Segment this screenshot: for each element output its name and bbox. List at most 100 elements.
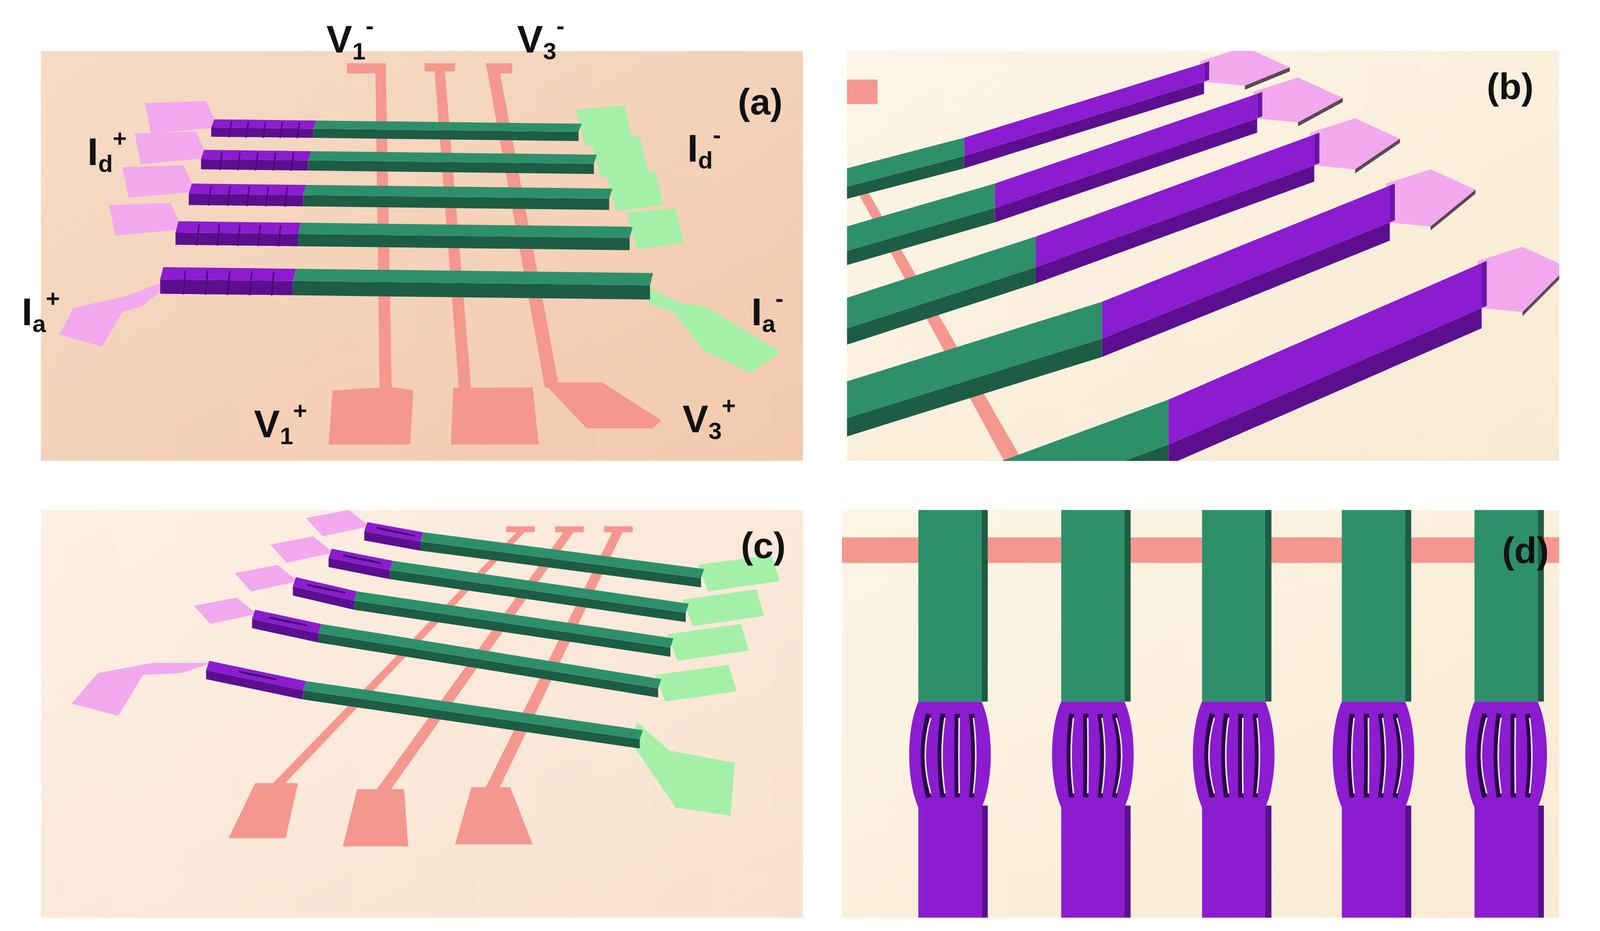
ripple	[255, 153, 258, 171]
flat-section	[1061, 509, 1125, 702]
ripple	[246, 121, 249, 137]
pad-edge	[1522, 267, 1560, 317]
panel-letter: (c)	[740, 527, 786, 565]
slit	[925, 717, 931, 794]
ripple	[271, 272, 274, 296]
slit	[1254, 713, 1258, 798]
panel	[846, 51, 1560, 462]
bar-side	[1124, 805, 1131, 918]
ripple	[278, 226, 281, 247]
slit-section	[1061, 805, 1125, 918]
slit	[1367, 717, 1370, 794]
panel	[841, 509, 1560, 918]
current-pad	[122, 165, 196, 198]
panel-background	[40, 51, 803, 462]
current-pad	[667, 624, 750, 661]
flat-section	[302, 690, 640, 749]
slit	[368, 560, 381, 564]
slit	[1527, 713, 1531, 798]
flat-section	[846, 183, 995, 251]
slit	[1396, 717, 1403, 794]
signal-name: V3-	[517, 14, 565, 64]
slit	[263, 676, 277, 680]
slit-section	[1332, 701, 1415, 808]
flat-section	[313, 120, 582, 132]
ripple	[227, 271, 230, 295]
flat-section	[918, 509, 982, 702]
slit-section	[1192, 701, 1275, 808]
signal-name: V1+	[253, 398, 307, 448]
flat-section	[293, 268, 653, 286]
current-pad	[134, 131, 209, 165]
slit	[1083, 713, 1089, 798]
ripple	[237, 153, 240, 171]
current-pad	[144, 101, 219, 134]
bar-side	[1405, 509, 1412, 702]
flat-section	[1201, 509, 1266, 702]
signal-name: Id+	[87, 126, 127, 176]
slit	[1498, 717, 1502, 794]
bar-side	[981, 509, 988, 702]
slit	[1363, 713, 1370, 798]
slit	[294, 622, 307, 626]
pad-edge	[1355, 138, 1401, 174]
bar-side	[1537, 805, 1544, 918]
slit	[1481, 717, 1487, 794]
panel	[40, 51, 803, 462]
flat-section	[318, 624, 662, 689]
current-pad	[1252, 77, 1343, 123]
current-pad	[682, 589, 765, 627]
signal-name: Id-	[687, 123, 721, 173]
current-pad	[1310, 118, 1401, 170]
slit-section	[1341, 805, 1406, 918]
current-pad	[234, 565, 298, 592]
wavy-section	[1102, 185, 1390, 339]
voltage-pad	[846, 79, 878, 104]
flat-section	[846, 236, 1036, 329]
ripple	[297, 122, 300, 138]
panel-background	[841, 509, 1560, 918]
slit-section	[206, 660, 307, 691]
wavy-section	[1168, 263, 1482, 445]
slit-section	[293, 577, 358, 601]
slit	[954, 713, 960, 798]
slit	[1510, 713, 1516, 798]
current-pad	[71, 662, 213, 716]
bar-side	[1405, 805, 1412, 918]
slit-section	[1201, 805, 1266, 918]
ripple	[265, 187, 268, 206]
flat-section	[846, 137, 965, 187]
slit-section	[918, 805, 982, 918]
current-pad	[649, 287, 781, 374]
slit	[1116, 717, 1122, 794]
voltage-pad	[455, 787, 533, 845]
panel	[40, 509, 803, 918]
flat-section	[297, 222, 633, 238]
flat-section	[846, 301, 1103, 418]
voltage-pad	[228, 783, 298, 839]
voltage-pad	[542, 382, 662, 429]
voltage-pad	[343, 789, 409, 847]
slit	[1257, 717, 1260, 794]
flat-section	[308, 151, 597, 164]
current-pad	[1477, 246, 1560, 313]
corrugated-section	[160, 267, 297, 282]
current-pad	[270, 536, 334, 563]
flat-section	[979, 399, 1169, 461]
current-pad	[193, 597, 258, 624]
current-pad	[591, 136, 649, 178]
panel-letter: (d)	[1501, 532, 1549, 570]
slit	[957, 717, 960, 794]
corrugated-section	[200, 149, 311, 161]
panel-background	[846, 51, 1560, 462]
current-pad	[109, 202, 183, 236]
corrugated-section	[175, 221, 301, 235]
ripple	[273, 153, 276, 171]
slit	[973, 717, 976, 794]
slit	[1514, 717, 1517, 794]
flat-section	[1341, 509, 1406, 702]
bar-side	[1124, 509, 1131, 702]
slit	[1208, 717, 1215, 794]
ripple	[205, 271, 208, 295]
